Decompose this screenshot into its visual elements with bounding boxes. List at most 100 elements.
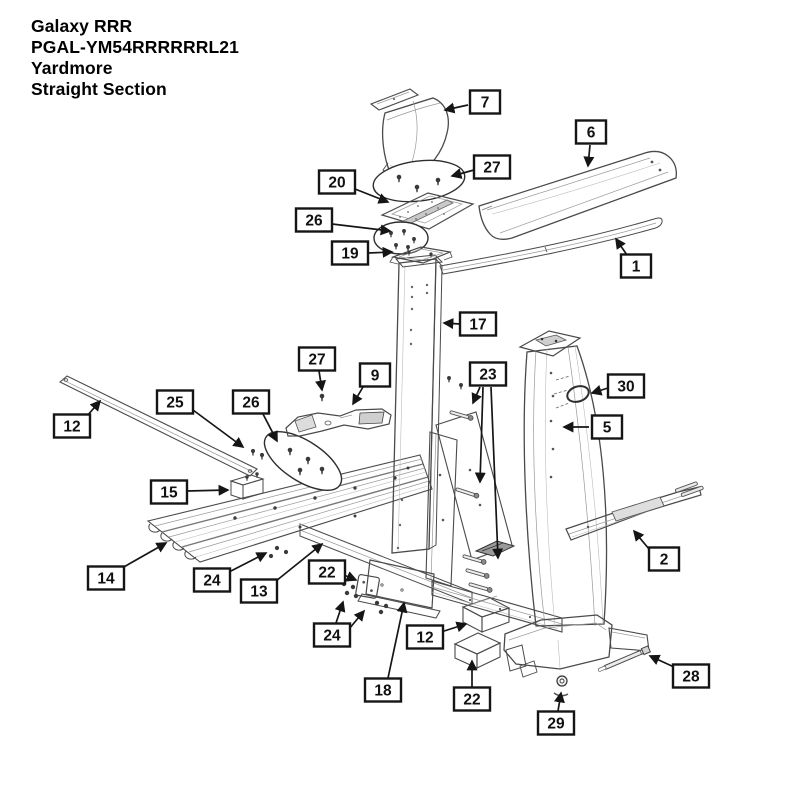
callout-18-arrow: [387, 601, 408, 679]
callout-28-number: 28: [682, 669, 700, 686]
callout-2-box: [647, 546, 681, 572]
callout-30-number: 30: [617, 379, 634, 396]
part-bottom-rail-2: [565, 481, 704, 541]
callout-30: 30: [590, 373, 646, 399]
callout-7-arrow: [443, 102, 469, 114]
part-screws-25: [250, 448, 265, 460]
callout-23: 23: [468, 361, 508, 560]
callout-27-left-arrow: [315, 370, 326, 392]
callout-6-box: [574, 119, 608, 145]
callout-24-bottom-box: [312, 622, 352, 648]
callout-1: 1: [615, 237, 653, 279]
callout-29-arrow: [554, 691, 565, 712]
part-stabilizer-rail-1: [439, 217, 663, 275]
part-long-bolt-28: [597, 645, 652, 672]
part-screw-set-26-left: [263, 431, 343, 491]
callout-17-arrow: [442, 318, 461, 330]
callout-23-arrow: [471, 386, 482, 405]
callout-19: 19: [330, 240, 394, 266]
callout-15-arrow: [186, 484, 230, 496]
callout-15-box: [149, 479, 189, 505]
title-line-model: PGAL-YM54RRRRRRL21: [31, 37, 239, 57]
callout-26-top: 26: [294, 207, 392, 236]
callout-22-upper-box: [307, 559, 347, 585]
callout-25-arrow: [192, 409, 245, 448]
callout-5-box: [590, 414, 624, 440]
callout-22-upper: 22: [307, 559, 358, 585]
callout-9-arrow: [352, 386, 364, 406]
part-seat-plate-20: [380, 192, 475, 230]
part-top-ledge-6: [478, 150, 677, 240]
callout-1-arrow: [615, 237, 628, 256]
callout-5-number: 5: [603, 420, 612, 437]
callout-6-arrow: [583, 144, 595, 168]
callout-20-arrow: [354, 188, 390, 204]
callout-24-bottom-arrow: [334, 600, 346, 624]
callout-27-top-arrow: [450, 168, 475, 179]
callout-27-top-box: [472, 154, 512, 180]
callout-18-box: [363, 677, 403, 703]
callout-27-left-number: 27: [308, 352, 325, 369]
part-wall-panel-14: [146, 454, 433, 563]
callout-22-bottom-number: 22: [463, 692, 480, 709]
callout-25-box: [155, 389, 195, 415]
part-top-plate-bracket-9: [285, 408, 392, 437]
callout-22-bottom: 22: [452, 659, 492, 712]
part-screw-set-27-top: [372, 159, 466, 203]
callout-26-top-box: [294, 207, 334, 233]
callout-14-box: [86, 565, 126, 591]
callout-29-number: 29: [547, 716, 565, 733]
part-upright-post-17: [391, 254, 463, 554]
part-screws-24-left: [268, 545, 289, 559]
callout-7-number: 7: [481, 95, 490, 112]
callout-12-bottom-box: [405, 624, 445, 650]
part-joiner-plate-15: [229, 472, 265, 500]
callout-12-left: 12: [52, 399, 102, 439]
callout-14: 14: [86, 542, 168, 591]
callout-24-left: 24: [192, 552, 268, 593]
callout-18: 18: [363, 601, 408, 703]
callout-24-left-arrow: [228, 552, 268, 573]
part-square-plate-22-upper: [355, 574, 380, 599]
callout-19-number: 19: [341, 246, 359, 263]
callout-12-bottom: 12: [405, 621, 468, 650]
callout-28-box: [671, 663, 711, 689]
callout-9-box: [358, 362, 392, 388]
callout-24-bottom: 24: [312, 600, 366, 648]
callout-2-arrow: [632, 529, 650, 550]
callout-5: 5: [562, 414, 624, 440]
callout-9-number: 9: [371, 368, 380, 385]
callout-6-number: 6: [587, 125, 596, 142]
callout-20: 20: [317, 169, 390, 204]
title-block: Galaxy RRR PGAL-YM54RRRRRRL21 Yardmore S…: [31, 16, 239, 100]
callout-2: 2: [632, 529, 681, 572]
callout-17-number: 17: [469, 317, 486, 334]
callout-19-box: [330, 240, 370, 266]
part-tapered-column-5: [503, 330, 650, 678]
callout-2-number: 2: [660, 552, 669, 569]
callout-7: 7: [443, 89, 502, 115]
callout-18-number: 18: [374, 683, 392, 700]
callout-23-number: 23: [479, 367, 497, 384]
title-line-product: Galaxy RRR: [31, 16, 133, 36]
callout-17-box: [458, 311, 498, 337]
title-line-series: Yardmore: [31, 58, 113, 78]
callout-12-left-number: 12: [63, 419, 80, 436]
part-screw-27-left: [319, 393, 325, 402]
callout-12-bottom-arrow: [440, 621, 468, 633]
callout-27-left: 27: [297, 346, 337, 392]
callout-14-number: 14: [97, 571, 115, 588]
callout-14-arrow: [121, 542, 168, 569]
callout-28: 28: [648, 654, 711, 689]
callout-20-number: 20: [328, 175, 345, 192]
callout-12-bottom-number: 12: [416, 630, 433, 647]
callout-27-top: 27: [450, 154, 512, 180]
callout-9: 9: [352, 362, 392, 406]
part-oring-30: [566, 385, 590, 403]
callout-26-top-number: 26: [305, 213, 323, 230]
callout-17: 17: [442, 311, 498, 337]
part-block-22-bottom: [453, 632, 502, 669]
part-screws-24-bottom: [341, 581, 389, 615]
callout-13-number: 13: [250, 584, 268, 601]
